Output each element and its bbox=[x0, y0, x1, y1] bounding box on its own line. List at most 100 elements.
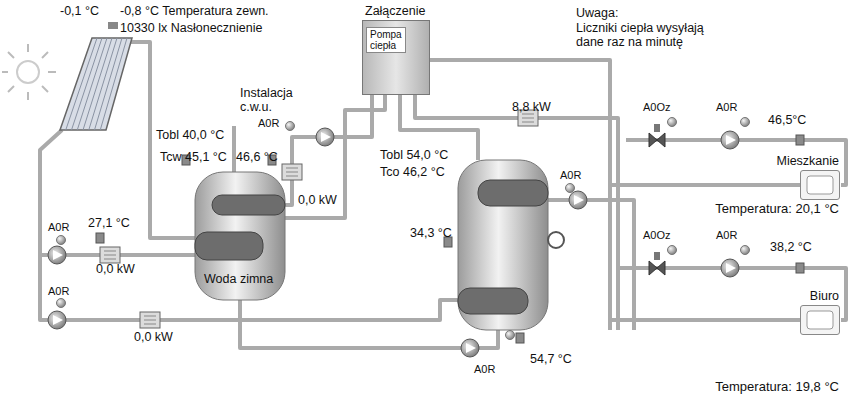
heat-meter bbox=[100, 247, 120, 263]
temperature-sensor bbox=[516, 333, 524, 343]
status-indicator: A0Oz bbox=[643, 228, 671, 242]
status-ball bbox=[668, 118, 677, 127]
drawing-part bbox=[48, 246, 66, 264]
drawing-part bbox=[610, 183, 800, 187]
value-label: 54,7 °C bbox=[530, 352, 572, 366]
mixing-valve bbox=[649, 124, 665, 147]
drawing-part bbox=[140, 312, 160, 328]
drawing-part bbox=[458, 160, 548, 330]
pump-symbol bbox=[721, 259, 739, 277]
thermostat-face bbox=[801, 171, 839, 199]
value-label: 46,5°C bbox=[768, 113, 806, 127]
pump-symbol bbox=[721, 131, 739, 149]
drawing-part bbox=[458, 288, 528, 314]
value-label: Uwaga: bbox=[576, 6, 618, 20]
status-ball bbox=[286, 122, 295, 131]
status-balls bbox=[57, 118, 750, 340]
temperature-sensor bbox=[796, 263, 804, 273]
drawing-part bbox=[27, 92, 29, 100]
value-label: Tobl 54,0 °C bbox=[380, 148, 448, 162]
thermostat-display bbox=[807, 311, 833, 329]
room-temperature: Temperatura: 20,1 °C bbox=[715, 202, 839, 216]
value-label: Liczniki ciepła wysyłają dane raz na min… bbox=[576, 21, 728, 49]
status-ball bbox=[506, 331, 515, 340]
temperature-sensor bbox=[96, 233, 104, 243]
value-label: 46,6 °C bbox=[236, 150, 278, 164]
value-label: -0,1 °C bbox=[60, 4, 99, 18]
drawing-part bbox=[654, 124, 660, 132]
thermostat-display bbox=[807, 176, 833, 194]
electric-heater bbox=[548, 232, 564, 248]
status-ball bbox=[57, 299, 66, 308]
drawing-part bbox=[574, 195, 584, 205]
drawing-part bbox=[89, 38, 117, 130]
drawing-part bbox=[522, 114, 534, 122]
drawing-part bbox=[721, 259, 739, 277]
drawing-part bbox=[48, 71, 56, 73]
status-indicator: A0Oz bbox=[643, 100, 671, 114]
pump-symbol bbox=[316, 128, 334, 146]
pipes bbox=[40, 42, 846, 348]
status-ball bbox=[741, 118, 750, 127]
drawing-part bbox=[649, 261, 665, 275]
drawing-part bbox=[726, 135, 736, 145]
value-label: 27,1 °C bbox=[88, 216, 130, 230]
drawing-part bbox=[8, 52, 14, 58]
drawing-part bbox=[95, 38, 123, 130]
status-ball bbox=[668, 246, 677, 255]
pumps bbox=[48, 128, 739, 357]
device-name: Pompa ciepła bbox=[366, 27, 406, 53]
heat-pump-box: ZałączeniePompa ciepła bbox=[362, 20, 430, 95]
mixing-valve bbox=[649, 252, 665, 275]
drawing-part bbox=[2, 71, 8, 73]
drawing-part bbox=[282, 164, 302, 180]
pump-symbol bbox=[461, 339, 479, 357]
drawing-part bbox=[478, 180, 548, 206]
drawing-part bbox=[721, 131, 739, 149]
drawing-part bbox=[42, 86, 48, 92]
drawing-part bbox=[316, 128, 334, 146]
node-heading: Biuro bbox=[810, 289, 839, 303]
status-indicator: A0R bbox=[716, 228, 737, 242]
drawing-part bbox=[430, 60, 610, 330]
value-label: 0,0 kW bbox=[134, 330, 173, 344]
value-label: 8,8 kW bbox=[512, 100, 551, 114]
value-label: Instalacja c.w.u. bbox=[240, 86, 302, 114]
drawing-part bbox=[100, 247, 120, 263]
temperature-sensor bbox=[796, 135, 804, 145]
tank-cwu bbox=[195, 172, 285, 300]
status-indicator: A0R bbox=[258, 116, 279, 130]
value-label: Tcw 45,1 °C bbox=[160, 150, 227, 164]
status-ball bbox=[566, 184, 575, 193]
drawing-part bbox=[48, 311, 66, 329]
value-label: 38,2 °C bbox=[770, 240, 812, 254]
node-heading: Załączenie bbox=[365, 4, 425, 18]
drawing-part bbox=[40, 130, 458, 320]
drawing-part bbox=[100, 38, 127, 130]
drawing-part bbox=[212, 195, 285, 215]
drawing-part bbox=[66, 38, 127, 130]
drawing-part bbox=[569, 191, 587, 209]
drawing-part bbox=[461, 339, 479, 357]
valves bbox=[649, 124, 665, 275]
drawing-part bbox=[195, 232, 263, 260]
drawing-part bbox=[654, 252, 660, 260]
heat-meter bbox=[282, 164, 302, 180]
drawing-part bbox=[232, 126, 236, 172]
node-heading: Mieszkanie bbox=[776, 154, 839, 168]
drawing-part bbox=[27, 44, 29, 52]
value-label: 0,0 kW bbox=[96, 262, 135, 276]
drawing-part bbox=[104, 251, 116, 259]
pump-symbol bbox=[569, 191, 587, 209]
drawing-part bbox=[285, 95, 385, 218]
value-label: Woda zimna bbox=[204, 272, 273, 286]
status-indicator: A0R bbox=[716, 100, 737, 114]
drawing-part bbox=[42, 52, 48, 58]
status-indicator: A0R bbox=[48, 220, 69, 234]
drawing-part bbox=[60, 38, 132, 130]
drawing-part bbox=[548, 200, 634, 330]
drawing-part bbox=[144, 316, 156, 324]
drawing-part bbox=[466, 343, 476, 353]
status-ball bbox=[741, 246, 750, 255]
status-indicator: A0R bbox=[474, 362, 495, 376]
